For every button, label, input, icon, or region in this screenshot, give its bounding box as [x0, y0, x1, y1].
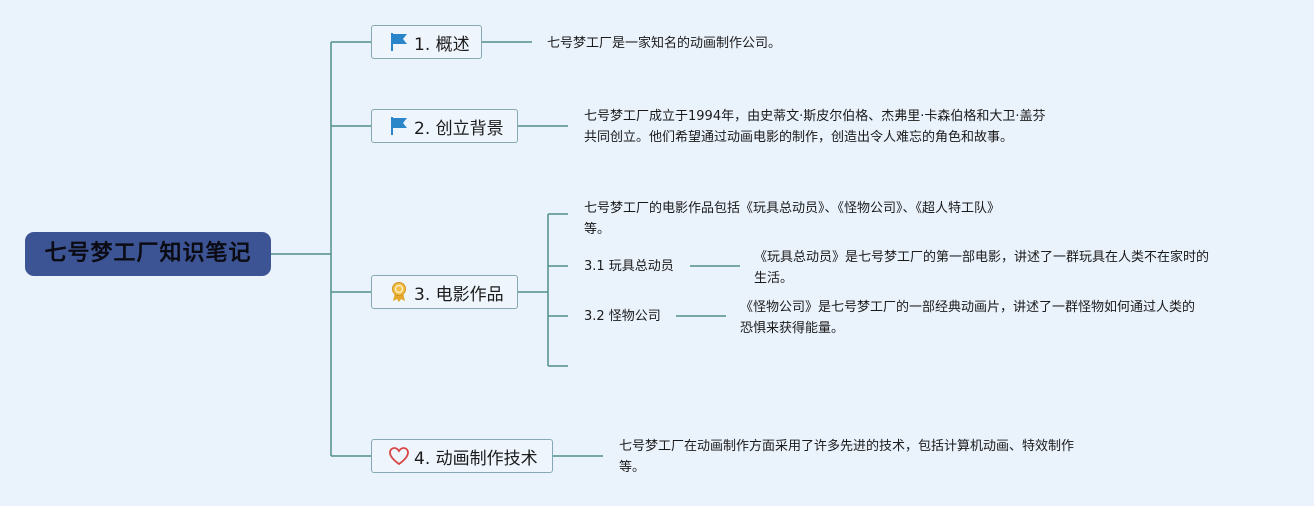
- topic-note: 七号梦工厂是一家知名的动画制作公司。: [547, 33, 781, 54]
- note-line: 《玩具总动员》是七号梦工厂的第一部电影，讲述了一群玩具在人类不在家时的: [754, 250, 1210, 265]
- topic-note: 七号梦工厂成立于1994年，由史蒂文·斯皮尔伯格、杰弗里·卡森伯格和大卫·盖芬 …: [584, 106, 1045, 148]
- flag-icon: [388, 31, 410, 53]
- topic-label: 3. 电影作品: [414, 284, 504, 305]
- subtopic-toy-story[interactable]: 3.1 玩具总动员: [584, 259, 674, 274]
- topic-animation-tech[interactable]: 4. 动画制作技术: [371, 439, 553, 473]
- award-ribbon-icon: [388, 281, 410, 303]
- root-topic[interactable]: 七号梦工厂知识笔记: [25, 232, 271, 276]
- subtopic-note: 《玩具总动员》是七号梦工厂的第一部电影，讲述了一群玩具在人类不在家时的 生活。: [754, 247, 1209, 289]
- topic-note: 七号梦工厂在动画制作方面采用了许多先进的技术，包括计算机动画、特效制作 等。: [619, 436, 1074, 478]
- flag-icon: [388, 115, 410, 137]
- note-line: 共同创立。他们希望通过动画电影的制作，创造出令人难忘的角色和故事。: [584, 130, 1014, 145]
- note-line: 《怪物公司》是七号梦工厂的一部经典动画片，讲述了一群怪物如何通过人类的: [740, 300, 1196, 315]
- note-line: 等。: [619, 460, 646, 475]
- note-line: 七号梦工厂是一家知名的动画制作公司。: [547, 36, 782, 51]
- note-line: 七号梦工厂在动画制作方面采用了许多先进的技术，包括计算机动画、特效制作: [619, 439, 1075, 454]
- topic-background[interactable]: 2. 创立背景: [371, 109, 518, 143]
- heart-outline-icon: [388, 445, 410, 467]
- note-line: 生活。: [754, 271, 794, 286]
- note-line: 七号梦工厂的电影作品包括《玩具总动员》、《怪物公司》、《超人特工队》: [584, 201, 1001, 216]
- note-line: 等。: [584, 222, 611, 237]
- subtopic-note: 《怪物公司》是七号梦工厂的一部经典动画片，讲述了一群怪物如何通过人类的 恐惧来获…: [740, 297, 1195, 339]
- topic-note: 七号梦工厂的电影作品包括《玩具总动员》、《怪物公司》、《超人特工队》 等。: [584, 198, 1000, 240]
- note-line: 七号梦工厂成立于1994年，由史蒂文·斯皮尔伯格、杰弗里·卡森伯格和大卫·盖芬: [584, 109, 1046, 124]
- subtopic-monsters-inc[interactable]: 3.2 怪物公司: [584, 309, 661, 324]
- note-line: 恐惧来获得能量。: [740, 321, 845, 336]
- topic-overview[interactable]: 1. 概述: [371, 25, 482, 59]
- topic-label: 4. 动画制作技术: [414, 448, 538, 469]
- topic-films[interactable]: 3. 电影作品: [371, 275, 518, 309]
- topic-label: 2. 创立背景: [414, 118, 504, 139]
- topic-label: 1. 概述: [414, 34, 470, 55]
